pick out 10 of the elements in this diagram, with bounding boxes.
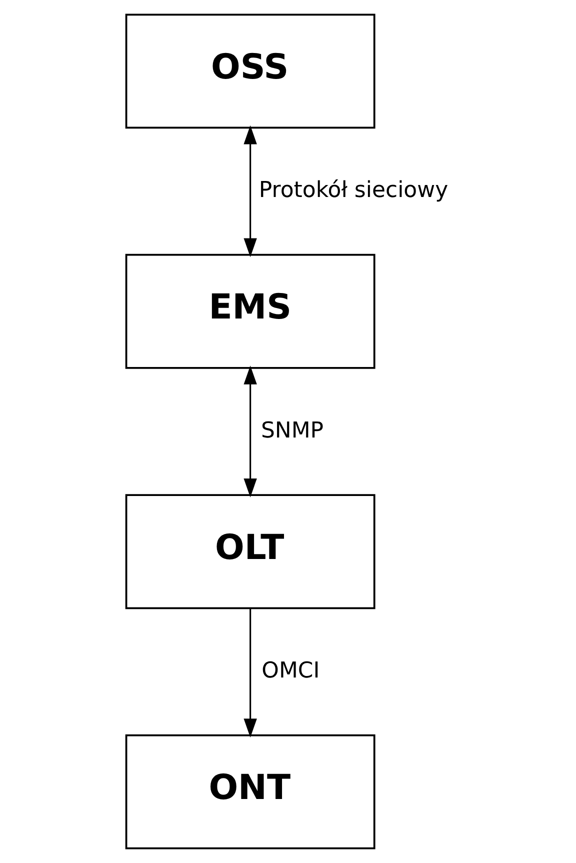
edge-label: Protokół sieciowy: [258, 178, 448, 204]
edge-label: OMCI: [262, 658, 320, 684]
arrow: [244, 608, 257, 738]
arrow: [244, 125, 257, 258]
node-box: EMS: [125, 254, 376, 369]
node-box: ONT: [125, 734, 376, 850]
edge-label: SNMP: [260, 418, 324, 444]
node-box: OSS: [125, 14, 376, 129]
node-box: OLT: [125, 494, 376, 610]
arrow: [244, 366, 257, 498]
